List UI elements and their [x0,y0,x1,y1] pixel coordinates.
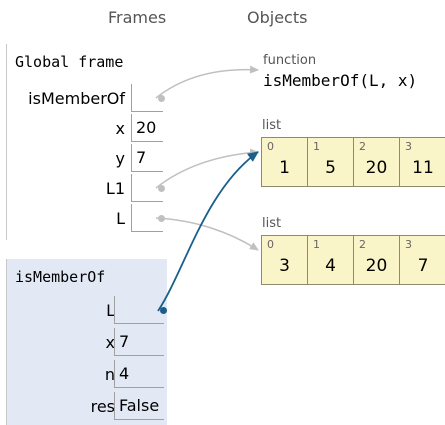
list-value: 20 [365,158,388,178]
ismemberof-frame: isMemberOf L x 7 n 4 res False [6,259,167,425]
frames-header: Frames [108,8,167,27]
list-value: 1 [279,158,290,178]
var-row-n: n 4 [7,360,167,390]
var-value: 20 [131,114,163,142]
var-name: L [116,209,125,228]
var-row-ismemberof: isMemberOf [7,84,165,114]
list-index: 2 [359,140,366,153]
list-value: 7 [417,256,429,276]
pointer-dot-icon [158,185,165,192]
list-index: 0 [267,140,274,153]
list-index: 3 [405,238,412,251]
pointer-dot-icon [158,215,165,222]
list-type-label: list [262,118,282,133]
var-row-x: x 7 [7,328,167,358]
function-signature: isMemberOf(L, x) [263,71,418,90]
global-frame-title: Global frame [15,53,124,71]
var-name: y [115,149,125,168]
arrow-l-to-list2 [155,217,259,251]
global-frame: Global frame isMemberOf x 20 y 7 L1 L [6,44,165,240]
arrow-ismemberof-to-function [155,65,259,99]
var-row-l: L [7,296,167,326]
list-value: 5 [325,158,336,178]
objects-header: Objects [247,8,308,27]
var-name: L [106,301,115,320]
list-type-label: list [262,216,282,231]
list-value: 11 [412,158,434,178]
list-index: 1 [313,140,320,153]
list-index: 2 [359,238,366,251]
var-value: False [114,392,164,420]
list-value: 4 [325,256,336,276]
list-index: 3 [405,140,412,153]
pointer-dot-icon [160,307,167,314]
var-value-pointer [131,204,165,232]
var-row-l: L [7,204,165,234]
call-frame-title: isMemberOf [15,268,106,286]
var-value: 4 [114,360,164,388]
var-row-res: res False [7,392,167,422]
var-name: x [115,119,125,138]
var-value-pointer [131,174,165,202]
var-name: res [90,397,115,416]
var-value-pointer [131,84,165,112]
var-row-l1: L1 [7,174,165,204]
var-row-y: y 7 [7,144,163,174]
var-value: 7 [131,144,163,172]
var-name: x [105,333,115,352]
function-type-label: function [263,53,317,68]
list-value: 3 [279,256,290,276]
pointer-dot-icon [158,95,165,102]
var-row-x: x 20 [7,114,163,144]
var-value-pointer [114,296,167,324]
var-value: 7 [114,328,164,356]
var-name: isMemberOf [28,89,125,108]
var-name: n [104,365,115,384]
arrow-local-l-to-list2 [157,151,259,312]
list-value: 20 [365,256,388,276]
var-name: L1 [105,179,125,198]
list-index: 0 [267,238,274,251]
arrow-l1-to-list1 [155,148,259,189]
list-index: 1 [313,238,320,251]
